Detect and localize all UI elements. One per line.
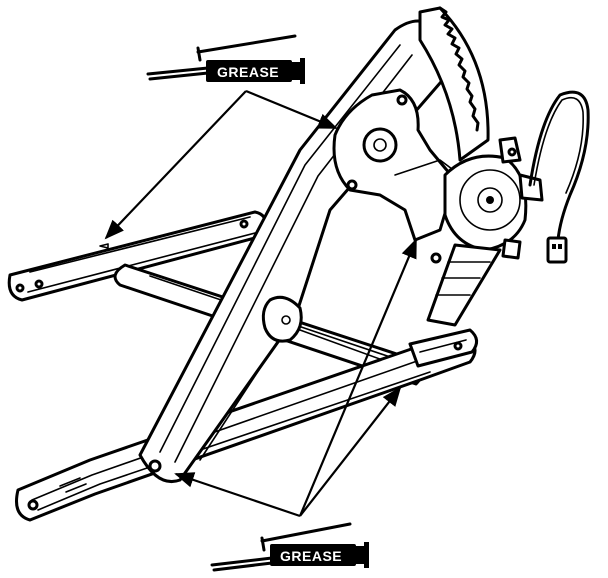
- grease-arrows-bottom: [174, 238, 418, 518]
- grease-label-top: GREASE: [217, 64, 279, 80]
- pivot-plate: [261, 295, 303, 343]
- grease-tube-bottom: GREASE: [210, 522, 369, 572]
- mounting-bracket: [332, 88, 461, 264]
- upper-arm: [7, 210, 269, 302]
- motor-assembly: [426, 136, 544, 327]
- wire-harness: [528, 90, 590, 264]
- grease-arrows-top: [104, 89, 338, 240]
- grease-tube-top: GREASE: [146, 34, 305, 84]
- grease-label-bottom: GREASE: [280, 548, 342, 564]
- sector-gear: [418, 6, 490, 162]
- lower-rail: [15, 328, 478, 522]
